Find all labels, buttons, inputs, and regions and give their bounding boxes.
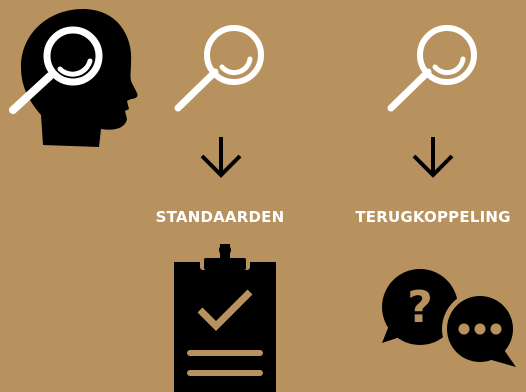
svg-text:?: ? [407, 282, 433, 333]
head-magnifier-icon [9, 9, 138, 147]
clipboard-check-icon [174, 244, 276, 392]
chat-question-bubbles-icon: ? [382, 269, 518, 367]
feedback-label: TERUGKOPPELING [355, 208, 511, 226]
arrow-down-icon [200, 137, 242, 178]
magnifier-icon [387, 25, 477, 112]
magnifier-icon [174, 25, 264, 112]
standards-label: STANDAARDEN [155, 208, 285, 226]
arrow-down-icon [412, 137, 454, 178]
